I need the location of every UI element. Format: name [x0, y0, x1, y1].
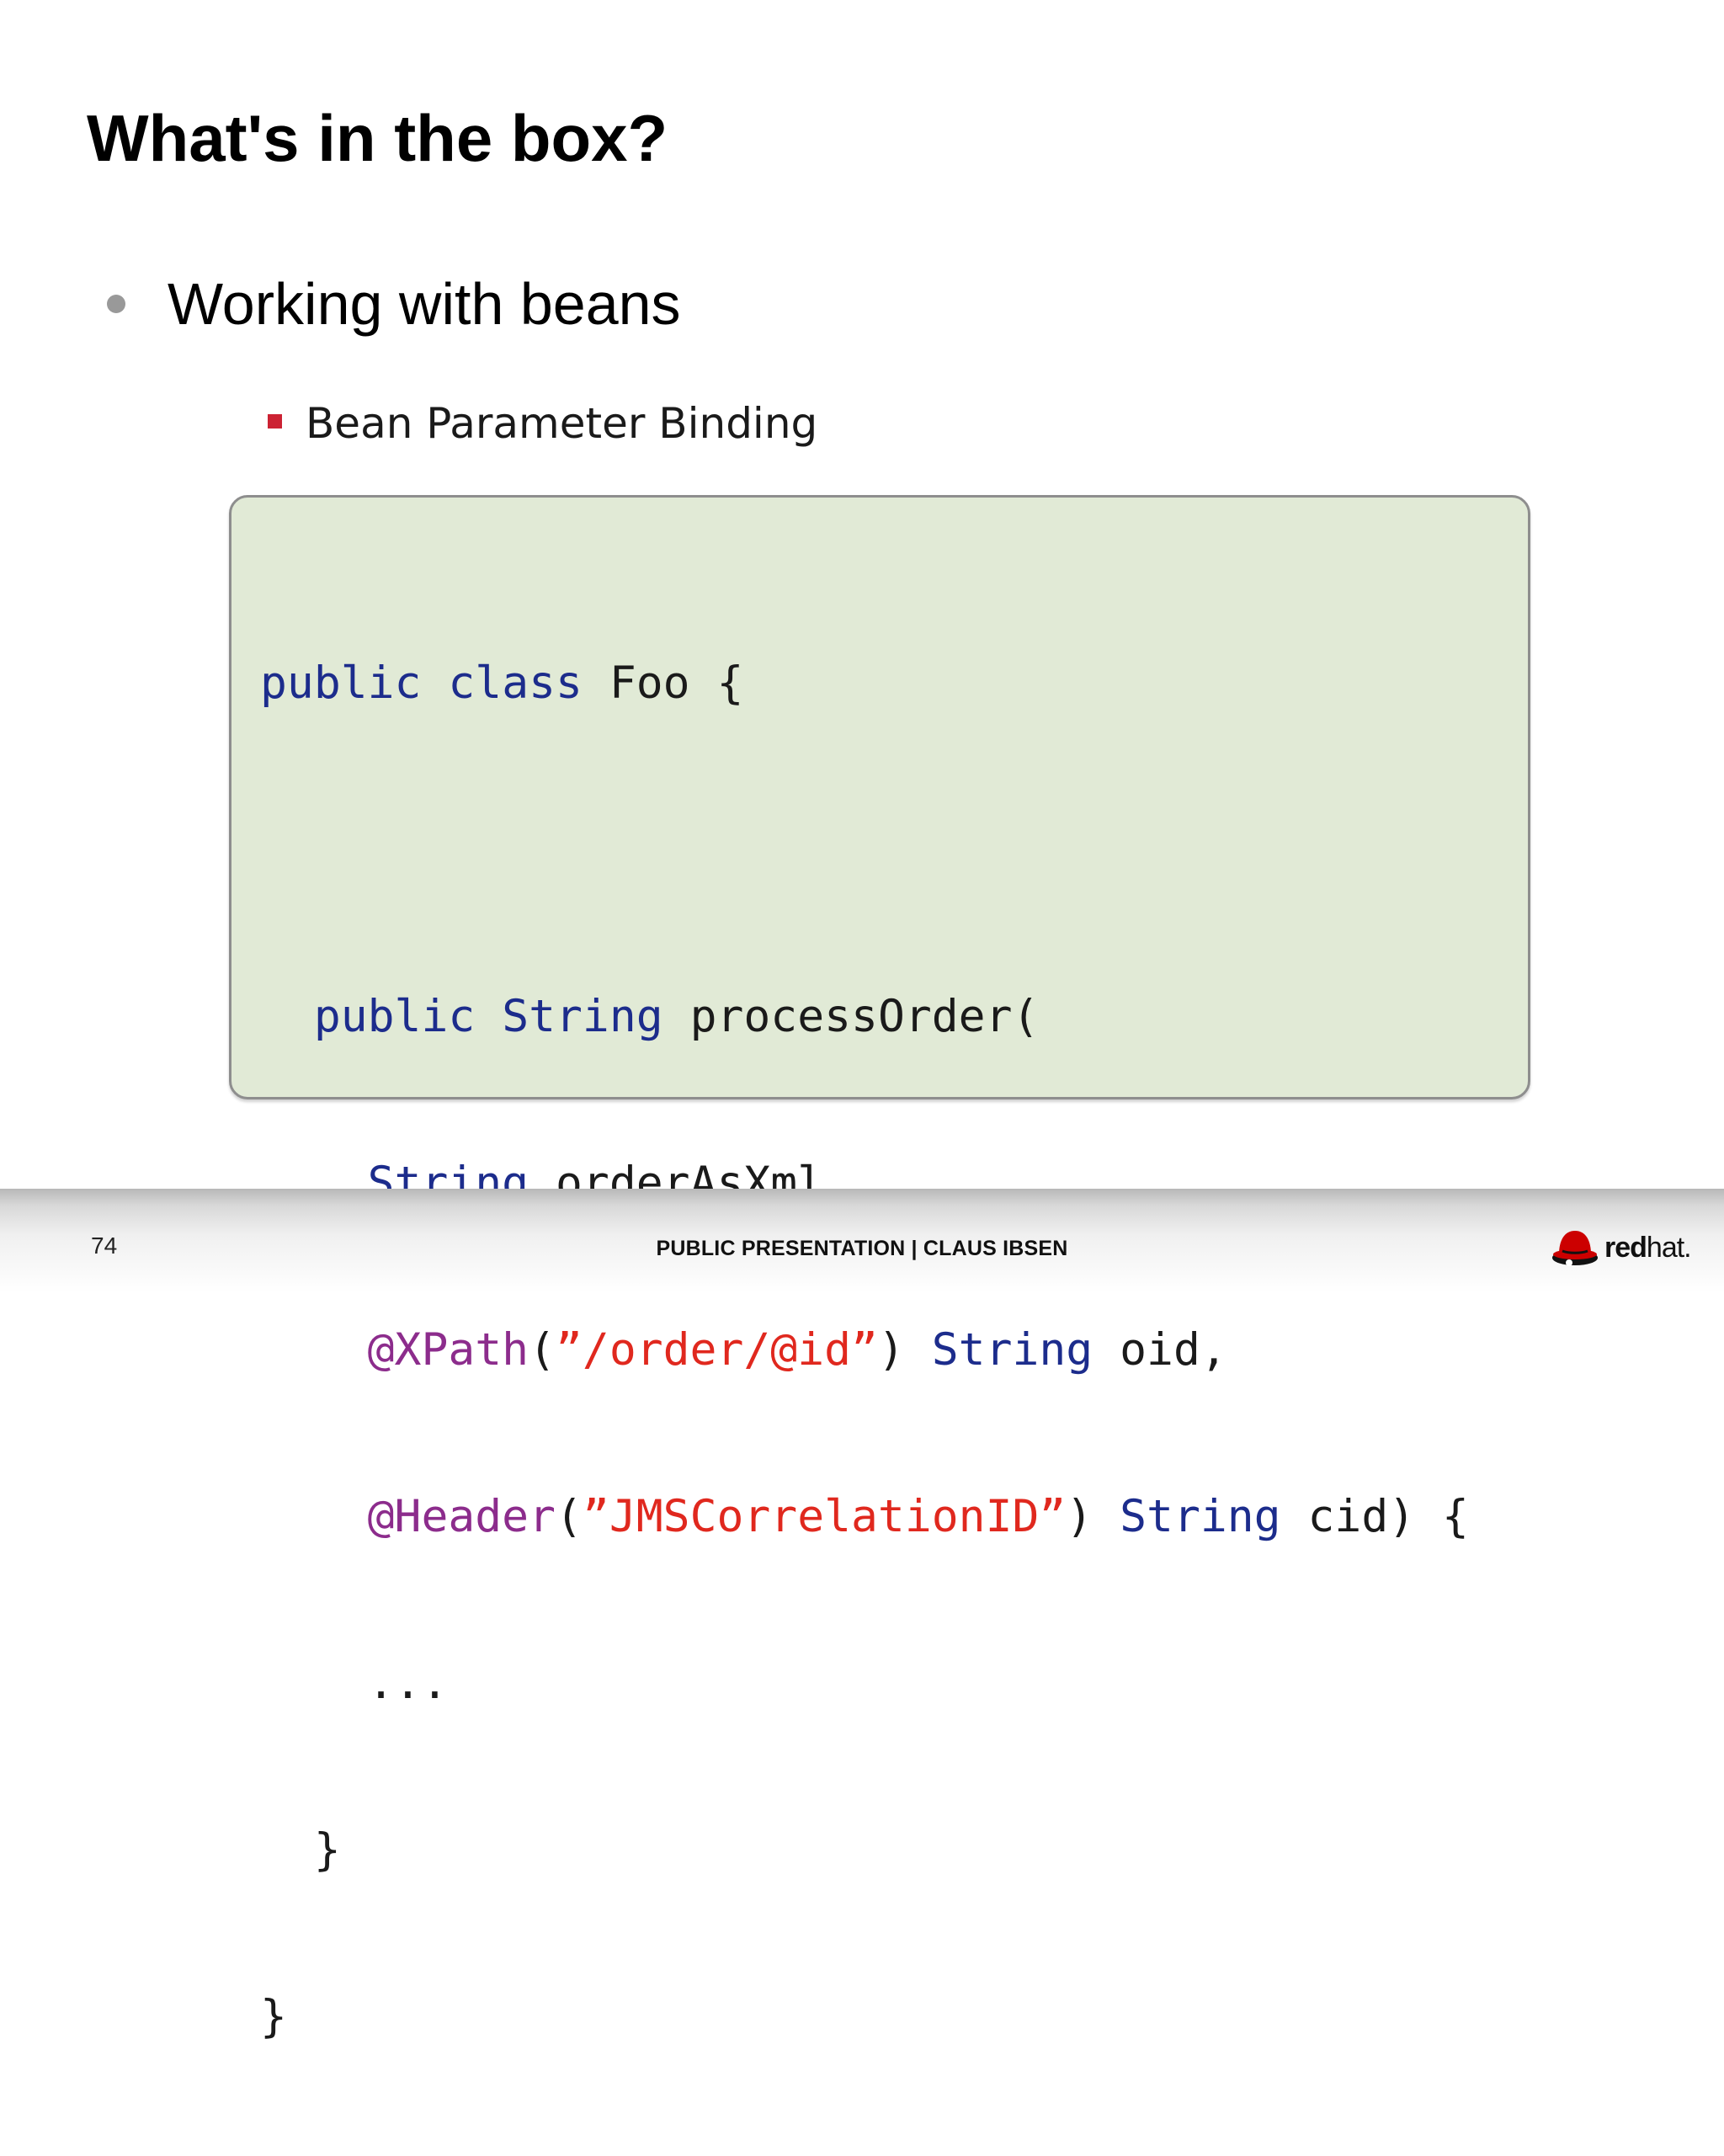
code-listing: public class Foo { public String process… [260, 545, 1469, 2156]
logo-word-red: red [1604, 1232, 1647, 1264]
code-brace: } [260, 1991, 287, 2042]
bullet-item: Working with beans [107, 266, 681, 342]
code-keyword: public [313, 991, 476, 1042]
code-keyword: String [502, 991, 663, 1042]
code-annotation: @XPath [367, 1324, 529, 1376]
bullet-dot-icon [107, 295, 125, 313]
logo-word-hat: hat. [1646, 1232, 1692, 1264]
code-annotation: @Header [367, 1491, 556, 1542]
code-brace: } [313, 1824, 341, 1876]
code-text: ( [529, 1324, 556, 1376]
code-line-2 [260, 822, 1469, 878]
page-number: 74 [91, 1232, 118, 1259]
code-line-6: @Header(”JMSCorrelationID”) String cid) … [260, 1489, 1469, 1545]
redhat-wordmark: redhat. [1604, 1226, 1692, 1270]
code-text: oid, [1120, 1324, 1227, 1376]
redhat-logo: redhat. [1551, 1226, 1692, 1270]
code-text: cid) { [1307, 1491, 1469, 1542]
redhat-shadowman-icon [1552, 1231, 1598, 1266]
footer-caption: PUBLIC PRESENTATION | CLAUS IBSEN [656, 1237, 1068, 1260]
code-line-5: @XPath(”/order/@id”) String oid, [260, 1323, 1469, 1378]
code-keyword: String [1120, 1491, 1281, 1542]
code-text: ) [1066, 1491, 1093, 1542]
code-string: ”JMSCorrelationID” [582, 1491, 1067, 1542]
code-line-1: public class Foo { [260, 656, 1469, 711]
code-keyword: String [931, 1324, 1093, 1376]
code-keyword: public [260, 657, 422, 709]
code-text: Foo { [609, 657, 744, 709]
code-snippet-box: public class Foo { public String process… [229, 495, 1530, 2042]
slide-title: What's in the box? [87, 101, 668, 175]
footer-bar [0, 1189, 1724, 1292]
code-line-8: } [260, 1823, 1469, 1878]
sub-bullet-item: Bean Parameter Binding [268, 394, 817, 453]
code-line-7: ... [260, 1656, 1469, 1711]
code-ellipsis: ... [367, 1658, 449, 1709]
code-text: ) [877, 1324, 905, 1376]
square-bullet-icon [268, 413, 282, 429]
code-text: ( [556, 1491, 583, 1542]
bullet-text: Working with beans [168, 271, 681, 337]
code-line-9: } [260, 1989, 1469, 2045]
code-string: ”/order/@id” [556, 1324, 878, 1376]
code-text: processOrder( [689, 991, 1040, 1042]
code-keyword: class [448, 657, 583, 709]
sub-bullet-text: Bean Parameter Binding [306, 399, 818, 448]
code-line-3: public String processOrder( [260, 989, 1469, 1045]
